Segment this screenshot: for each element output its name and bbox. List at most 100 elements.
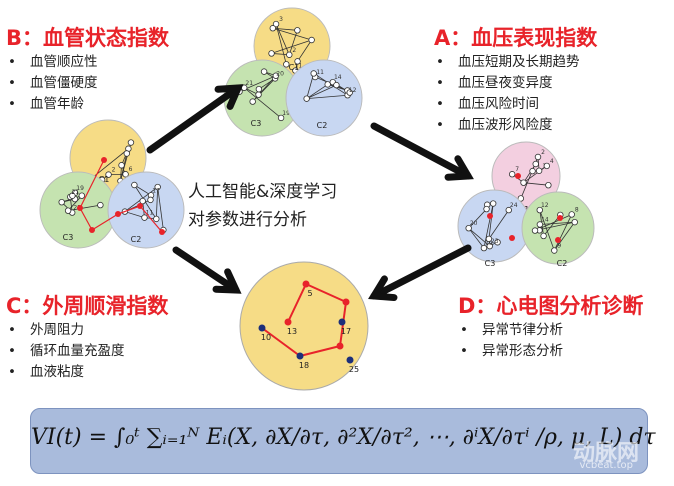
top-c2-node — [333, 81, 340, 89]
left-c3-number: 21 — [71, 189, 79, 196]
right-c1-edge — [523, 182, 549, 186]
right-c1-number: 7 — [515, 166, 519, 173]
right-c3-edge — [488, 209, 510, 240]
watermark-logo: 动脉网 — [572, 441, 639, 466]
section-a-title: A：血压表现指数 — [434, 26, 598, 50]
top-c1-edge — [288, 30, 298, 55]
right-c3-edge — [488, 203, 494, 239]
right-c2-node — [536, 206, 543, 214]
left-c1-number: 2 — [112, 167, 116, 174]
right-c1-number: 2 — [541, 149, 545, 156]
section-c-list: 外周阻力 循环血量充盈度 血液粘度 — [6, 320, 125, 383]
right-c3-number: 24 — [510, 202, 518, 209]
left-c3-node — [78, 192, 86, 199]
center-caption: 人工智能&深度学习 对参数进行分析 — [188, 178, 398, 234]
right-c2-node — [568, 211, 575, 218]
top-c3-number: 19 — [282, 110, 290, 117]
result-node-label: 13 — [287, 327, 297, 336]
top-c3-edge — [258, 78, 276, 90]
right-c1-node — [543, 162, 550, 170]
right-c3-node — [505, 206, 512, 214]
left-red-edge — [79, 159, 105, 209]
left-c1-node — [127, 139, 135, 146]
left-c2-node — [139, 197, 146, 205]
right-red-node — [557, 215, 563, 221]
right-c3-number: 20 — [470, 220, 478, 227]
top-c2-edge — [306, 84, 328, 99]
left-c2-edge — [157, 186, 164, 231]
section-a-list: 血压短期及长期趋势 血压昼夜变异度 血压风险时间 血压波形风险度 — [434, 52, 580, 136]
top-c3-node — [260, 68, 268, 75]
result-node — [258, 324, 266, 332]
section-b-item: 血管僵硬度 — [6, 73, 98, 94]
right-c3-edge — [483, 203, 494, 249]
right-red-node — [515, 173, 521, 179]
left-c3-node — [64, 207, 72, 214]
center-line-2: 对参数进行分析 — [188, 210, 307, 230]
left-c3-node — [69, 192, 76, 199]
top-c1-node — [294, 58, 301, 65]
top-c3-node — [277, 114, 285, 122]
right-c3-label: C3 — [485, 259, 496, 268]
left-c2-node — [131, 181, 138, 189]
top-c1-edge — [271, 39, 312, 54]
section-c-item: 血液粘度 — [6, 362, 125, 383]
top-c2-number: 14 — [334, 74, 342, 81]
top-c3-number: 20 — [276, 70, 284, 77]
left-c1-label: C1 — [99, 175, 110, 184]
right-c3-node — [483, 205, 490, 213]
right-c3-node — [489, 200, 497, 207]
right-c3-number: 23 — [491, 238, 499, 245]
section-b-list: 血管顺应性 血管僵硬度 血管年龄 — [6, 52, 98, 115]
top-c2-node — [310, 70, 317, 77]
left-c2-node — [154, 183, 161, 191]
right-c1-node — [529, 167, 536, 175]
top-c1-label: C1 — [289, 63, 300, 72]
result-red-edge — [261, 327, 301, 357]
right-c3-node — [494, 239, 501, 246]
left-c2-node — [147, 196, 154, 204]
top-c3-label: C3 — [251, 119, 262, 128]
result-node — [336, 342, 344, 350]
left-c1-node — [118, 162, 125, 169]
arrow-left-to-center — [172, 246, 240, 294]
right-c2-node — [551, 247, 558, 254]
left-c1-node — [122, 171, 129, 178]
right-c2-node — [540, 232, 547, 240]
top-c2-node — [303, 95, 310, 102]
right-c2-number: 9 — [557, 243, 561, 250]
section-a-item: 血压波形风险度 — [434, 115, 580, 136]
right-c2-number: 14 — [541, 216, 549, 223]
result-node-label: 25 — [349, 365, 359, 374]
formula-box: VI(t) = ∫₀ᵗ ∑ᵢ₌₁ᴺ Eᵢ(X, ∂X/∂τ, ∂²X/∂τ², … — [30, 408, 656, 474]
section-d-item: 异常形态分析 — [458, 341, 563, 362]
section-b-item: 血管年龄 — [6, 94, 98, 115]
result-node — [302, 280, 310, 288]
left-red-node — [137, 203, 143, 209]
right-c3-node — [486, 242, 493, 250]
right-red-node — [487, 213, 493, 219]
left-c1-node — [105, 171, 112, 178]
right-c2-edge — [553, 221, 576, 251]
left-c3-node — [97, 201, 104, 209]
right-c2-circle — [521, 191, 595, 265]
right-c1-edge — [523, 165, 548, 183]
section-a-item: 血压短期及长期趋势 — [434, 52, 580, 73]
result-node-label: 10 — [261, 333, 271, 342]
left-c2-number: 17 — [152, 187, 160, 194]
result-node — [296, 352, 304, 360]
right-c3-node — [480, 244, 488, 252]
top-c2-circle — [285, 59, 363, 137]
result-node-label: 5 — [307, 289, 312, 298]
top-c2-number: 11 — [316, 69, 324, 76]
result-node-label: 18 — [299, 361, 309, 370]
section-c-item: 外周阻力 — [6, 320, 125, 341]
left-red-node — [101, 157, 107, 163]
top-c3-number: 21 — [245, 80, 253, 87]
right-red-node — [509, 235, 515, 241]
result-node — [342, 298, 350, 306]
left-red-node — [159, 229, 165, 235]
right-c1-number: 1 — [542, 163, 546, 170]
arrow-left-to-center-head — [212, 268, 242, 294]
right-c2-edge — [539, 221, 575, 225]
